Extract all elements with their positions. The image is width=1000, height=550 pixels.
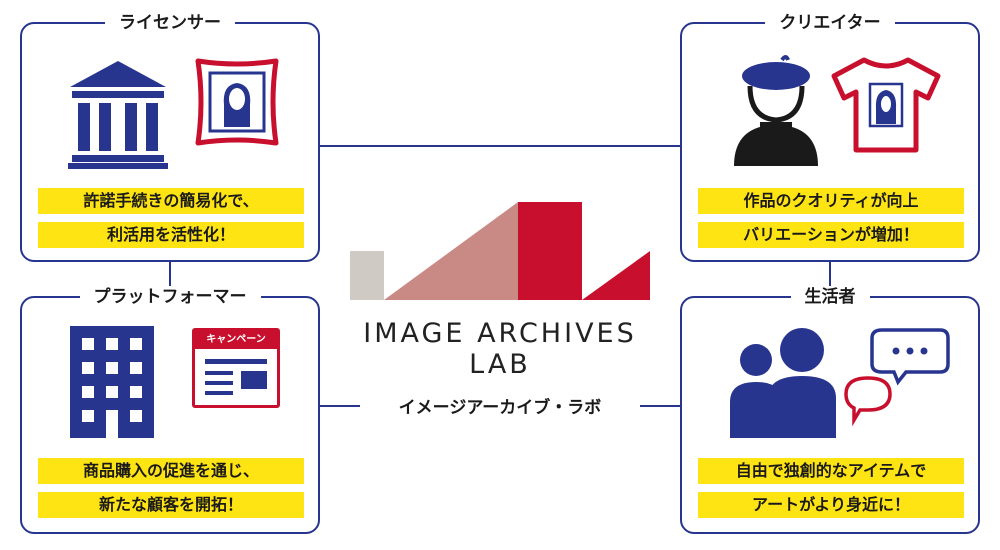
logo-red-block xyxy=(518,202,582,300)
licensor-line-2: 利活用を活性化！ xyxy=(38,222,304,248)
lab-logo-mark xyxy=(350,202,650,300)
people-icon xyxy=(730,328,836,438)
connector-right-vertical xyxy=(829,262,831,296)
connector-top xyxy=(320,145,682,147)
speech-bubbles-icon xyxy=(844,328,950,427)
logo-gray-block xyxy=(350,251,384,300)
consumer-panel: 生活者 自由で独創的なアイテムで アートがより身近に！ xyxy=(680,286,980,534)
connector-left-vertical xyxy=(169,262,171,296)
platformer-line-2: 新たな顧客を開拓！ xyxy=(38,492,304,518)
connector-bottom-left xyxy=(320,405,360,407)
creator-line-1: 作品のクオリティが向上 xyxy=(698,188,964,214)
museum-icon xyxy=(68,61,168,169)
consumer-title: 生活者 xyxy=(790,286,870,308)
consumer-line-2: アートがより身近に！ xyxy=(698,492,964,518)
connector-bottom-right xyxy=(640,405,682,407)
framed-portrait-icon xyxy=(195,58,279,146)
office-building-icon xyxy=(70,326,154,438)
consumer-line-1: 自由で独創的なアイテムで xyxy=(698,458,964,484)
campaign-webpage-icon: キャンペーン xyxy=(192,328,280,408)
subtitle: イメージアーカイブ・ラボ xyxy=(386,398,614,418)
platformer-title: プラットフォーマー xyxy=(79,286,261,308)
logo-text: IMAGE ARCHIVES LAB xyxy=(363,318,637,380)
artist-beret-icon xyxy=(734,55,818,166)
licensor-title: ライセンサー xyxy=(105,12,235,34)
portrait-tshirt-icon xyxy=(831,57,941,153)
licensor-panel: ライセンサー 許諾手続きの簡易化で、 利活用を活性化！ xyxy=(20,12,320,262)
logo-red-triangle xyxy=(582,251,650,300)
platformer-line-1: 商品購入の促進を通じ、 xyxy=(38,458,304,484)
campaign-label: キャンペーン xyxy=(206,334,266,345)
creator-line-2: バリエーションが増加！ xyxy=(698,222,964,248)
platformer-panel: プラットフォーマー キャンペーン 商品購入の促進を通じ、 新たな顧客を開拓！ xyxy=(20,286,320,534)
article-lines-icon xyxy=(205,359,267,395)
campaign-banner: キャンペーン xyxy=(195,331,277,349)
logo-pink-triangle xyxy=(384,202,518,300)
licensor-line-1: 許諾手続きの簡易化で、 xyxy=(38,188,304,214)
creator-title: クリエイター xyxy=(765,12,895,34)
creator-panel: クリエイター 作品のクオリティが向上 バリエーションが増加！ xyxy=(680,12,980,262)
